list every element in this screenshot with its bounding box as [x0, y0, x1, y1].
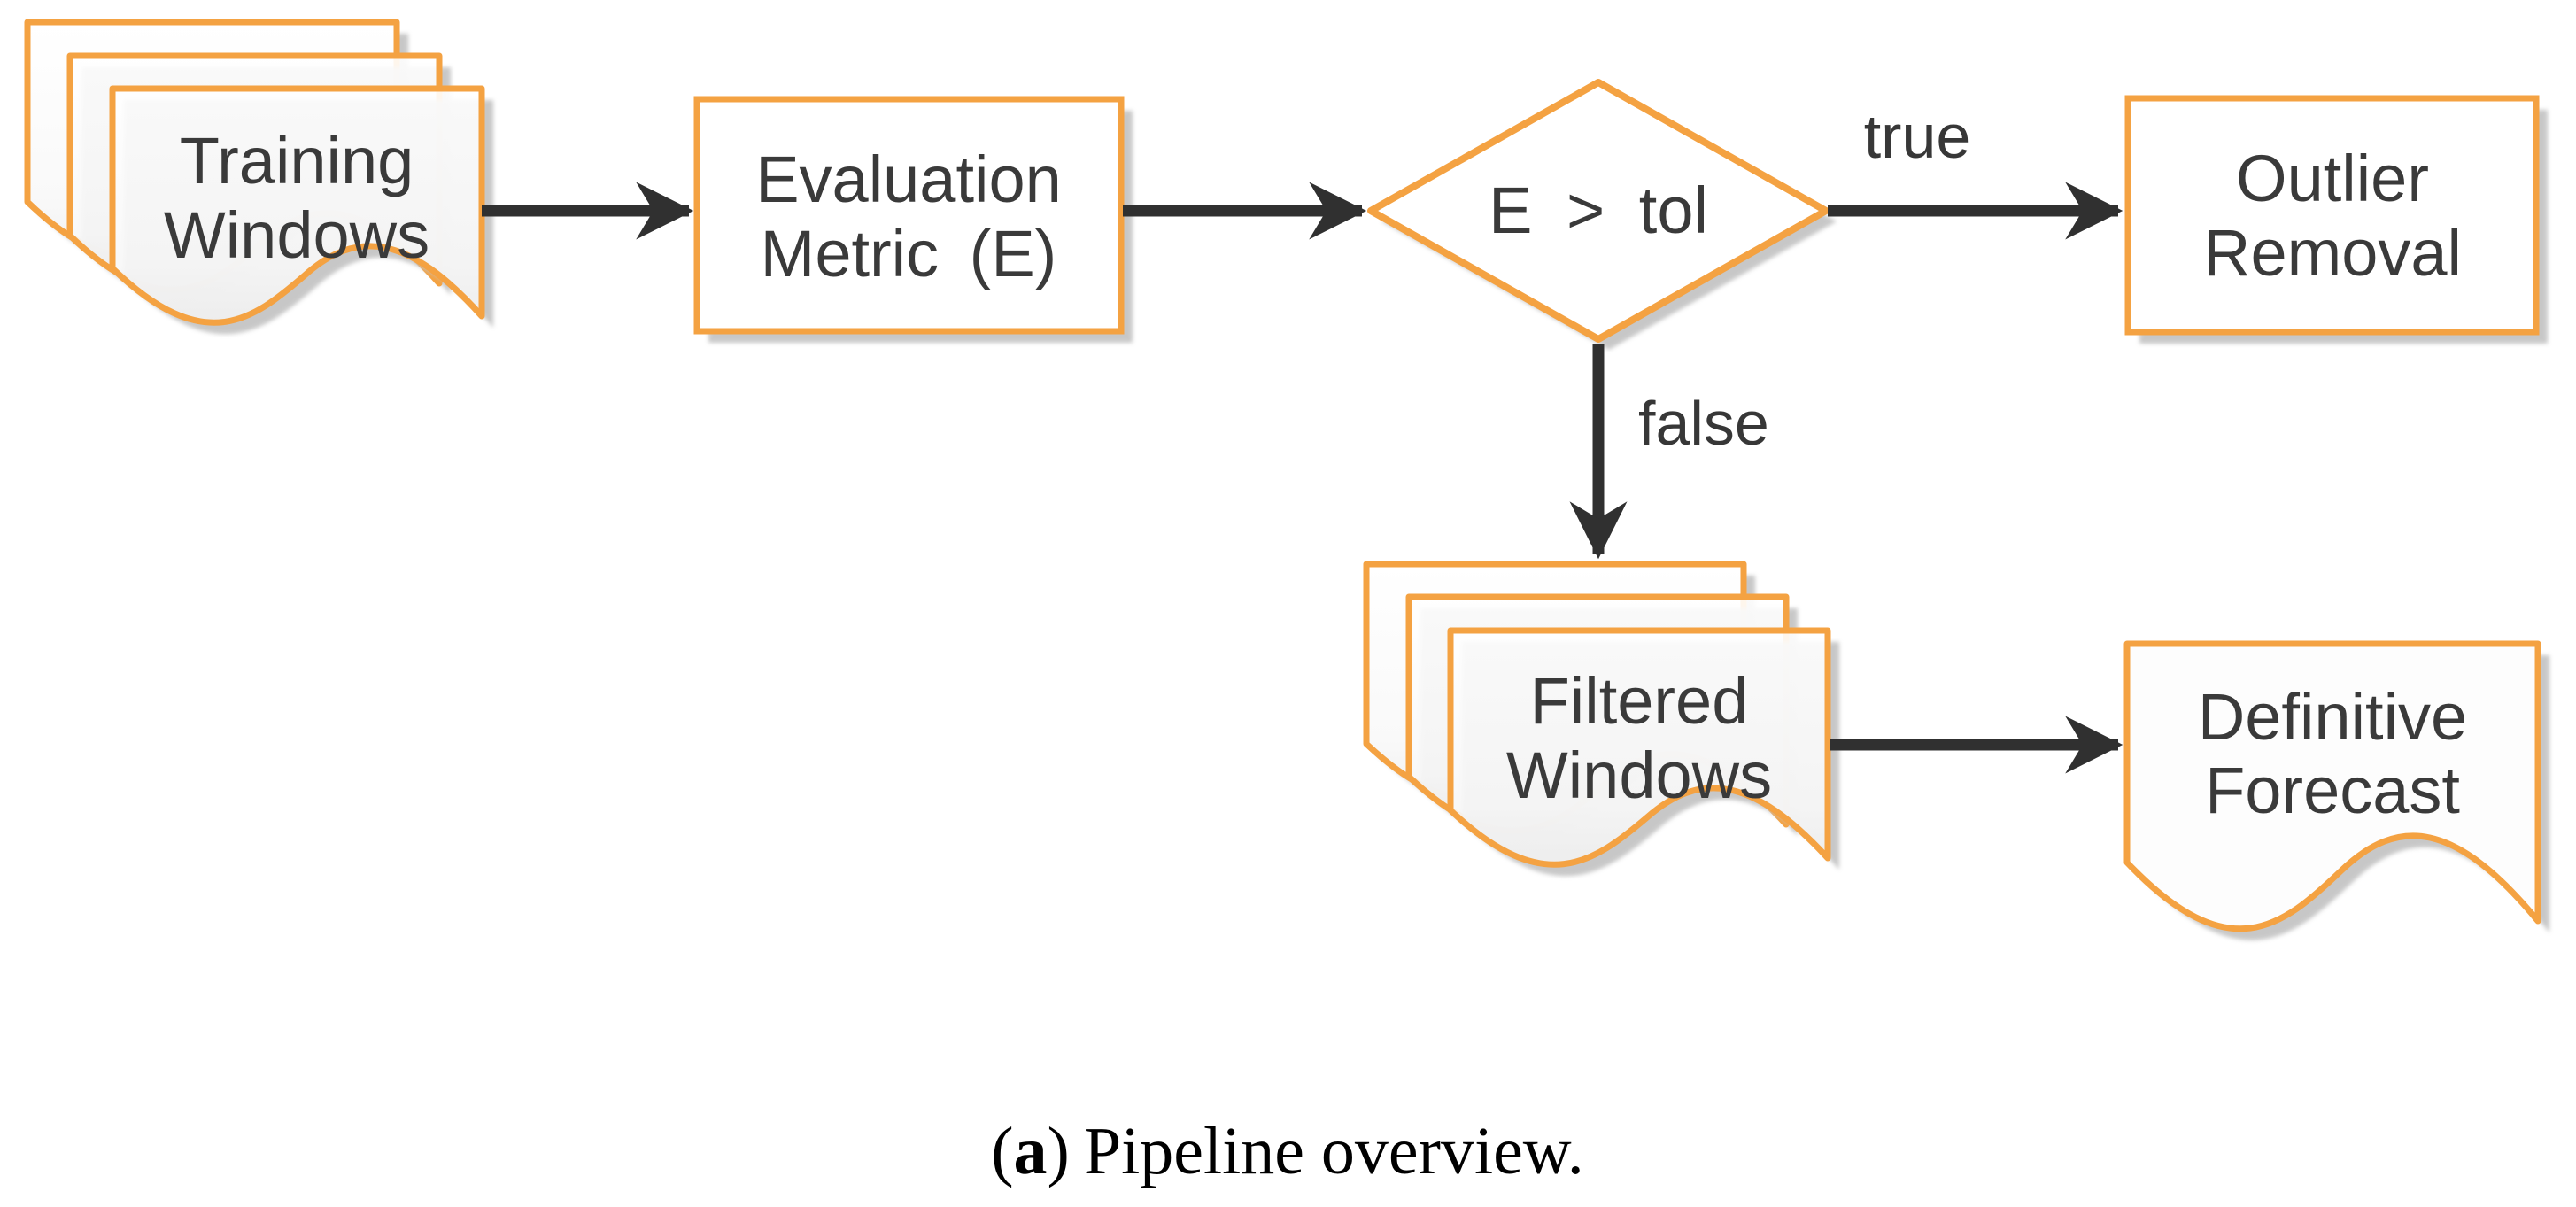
false-branch-label: false — [1638, 389, 1769, 458]
evaluation-metric-label-line1: Evaluation — [755, 143, 1062, 216]
filtered-windows-label-line2: Windows — [1506, 739, 1772, 812]
outlier-removal-node: Outlier Removal — [2124, 95, 2548, 344]
caption-marker: a — [1014, 1114, 1048, 1188]
true-branch-label: true — [1864, 102, 1971, 171]
outlier-removal-label-line2: Removal — [2203, 216, 2462, 290]
training-windows-label-line1: Training — [180, 124, 414, 197]
training-windows-label-line2: Windows — [164, 198, 429, 272]
caption-open-paren: ( — [991, 1114, 1013, 1188]
evaluation-metric-label-line2: Metric (E) — [761, 217, 1057, 290]
outlier-removal-label-line1: Outlier — [2236, 142, 2429, 215]
document-page-front — [1447, 627, 1839, 877]
document-page-front — [109, 85, 493, 335]
decision-label: E > tol — [1489, 174, 1708, 247]
caption-close-paren: ) — [1048, 1114, 1070, 1188]
decision-node: E > tol — [1367, 79, 1837, 350]
figure-caption: (a)Pipeline overview. — [991, 1114, 1584, 1188]
training-windows-node: Training Windows — [24, 19, 493, 335]
evaluation-metric-node: Evaluation Metric (E) — [693, 96, 1133, 343]
caption-text: Pipeline overview. — [1084, 1114, 1584, 1188]
definitive-forecast-label-line1: Definitive — [2198, 680, 2467, 754]
definitive-forecast-label-line2: Forecast — [2205, 754, 2460, 827]
definitive-forecast-node: Definitive Forecast — [2123, 640, 2549, 940]
filtered-windows-node: Filtered Windows — [1363, 561, 1839, 877]
filtered-windows-label-line1: Filtered — [1530, 664, 1749, 738]
